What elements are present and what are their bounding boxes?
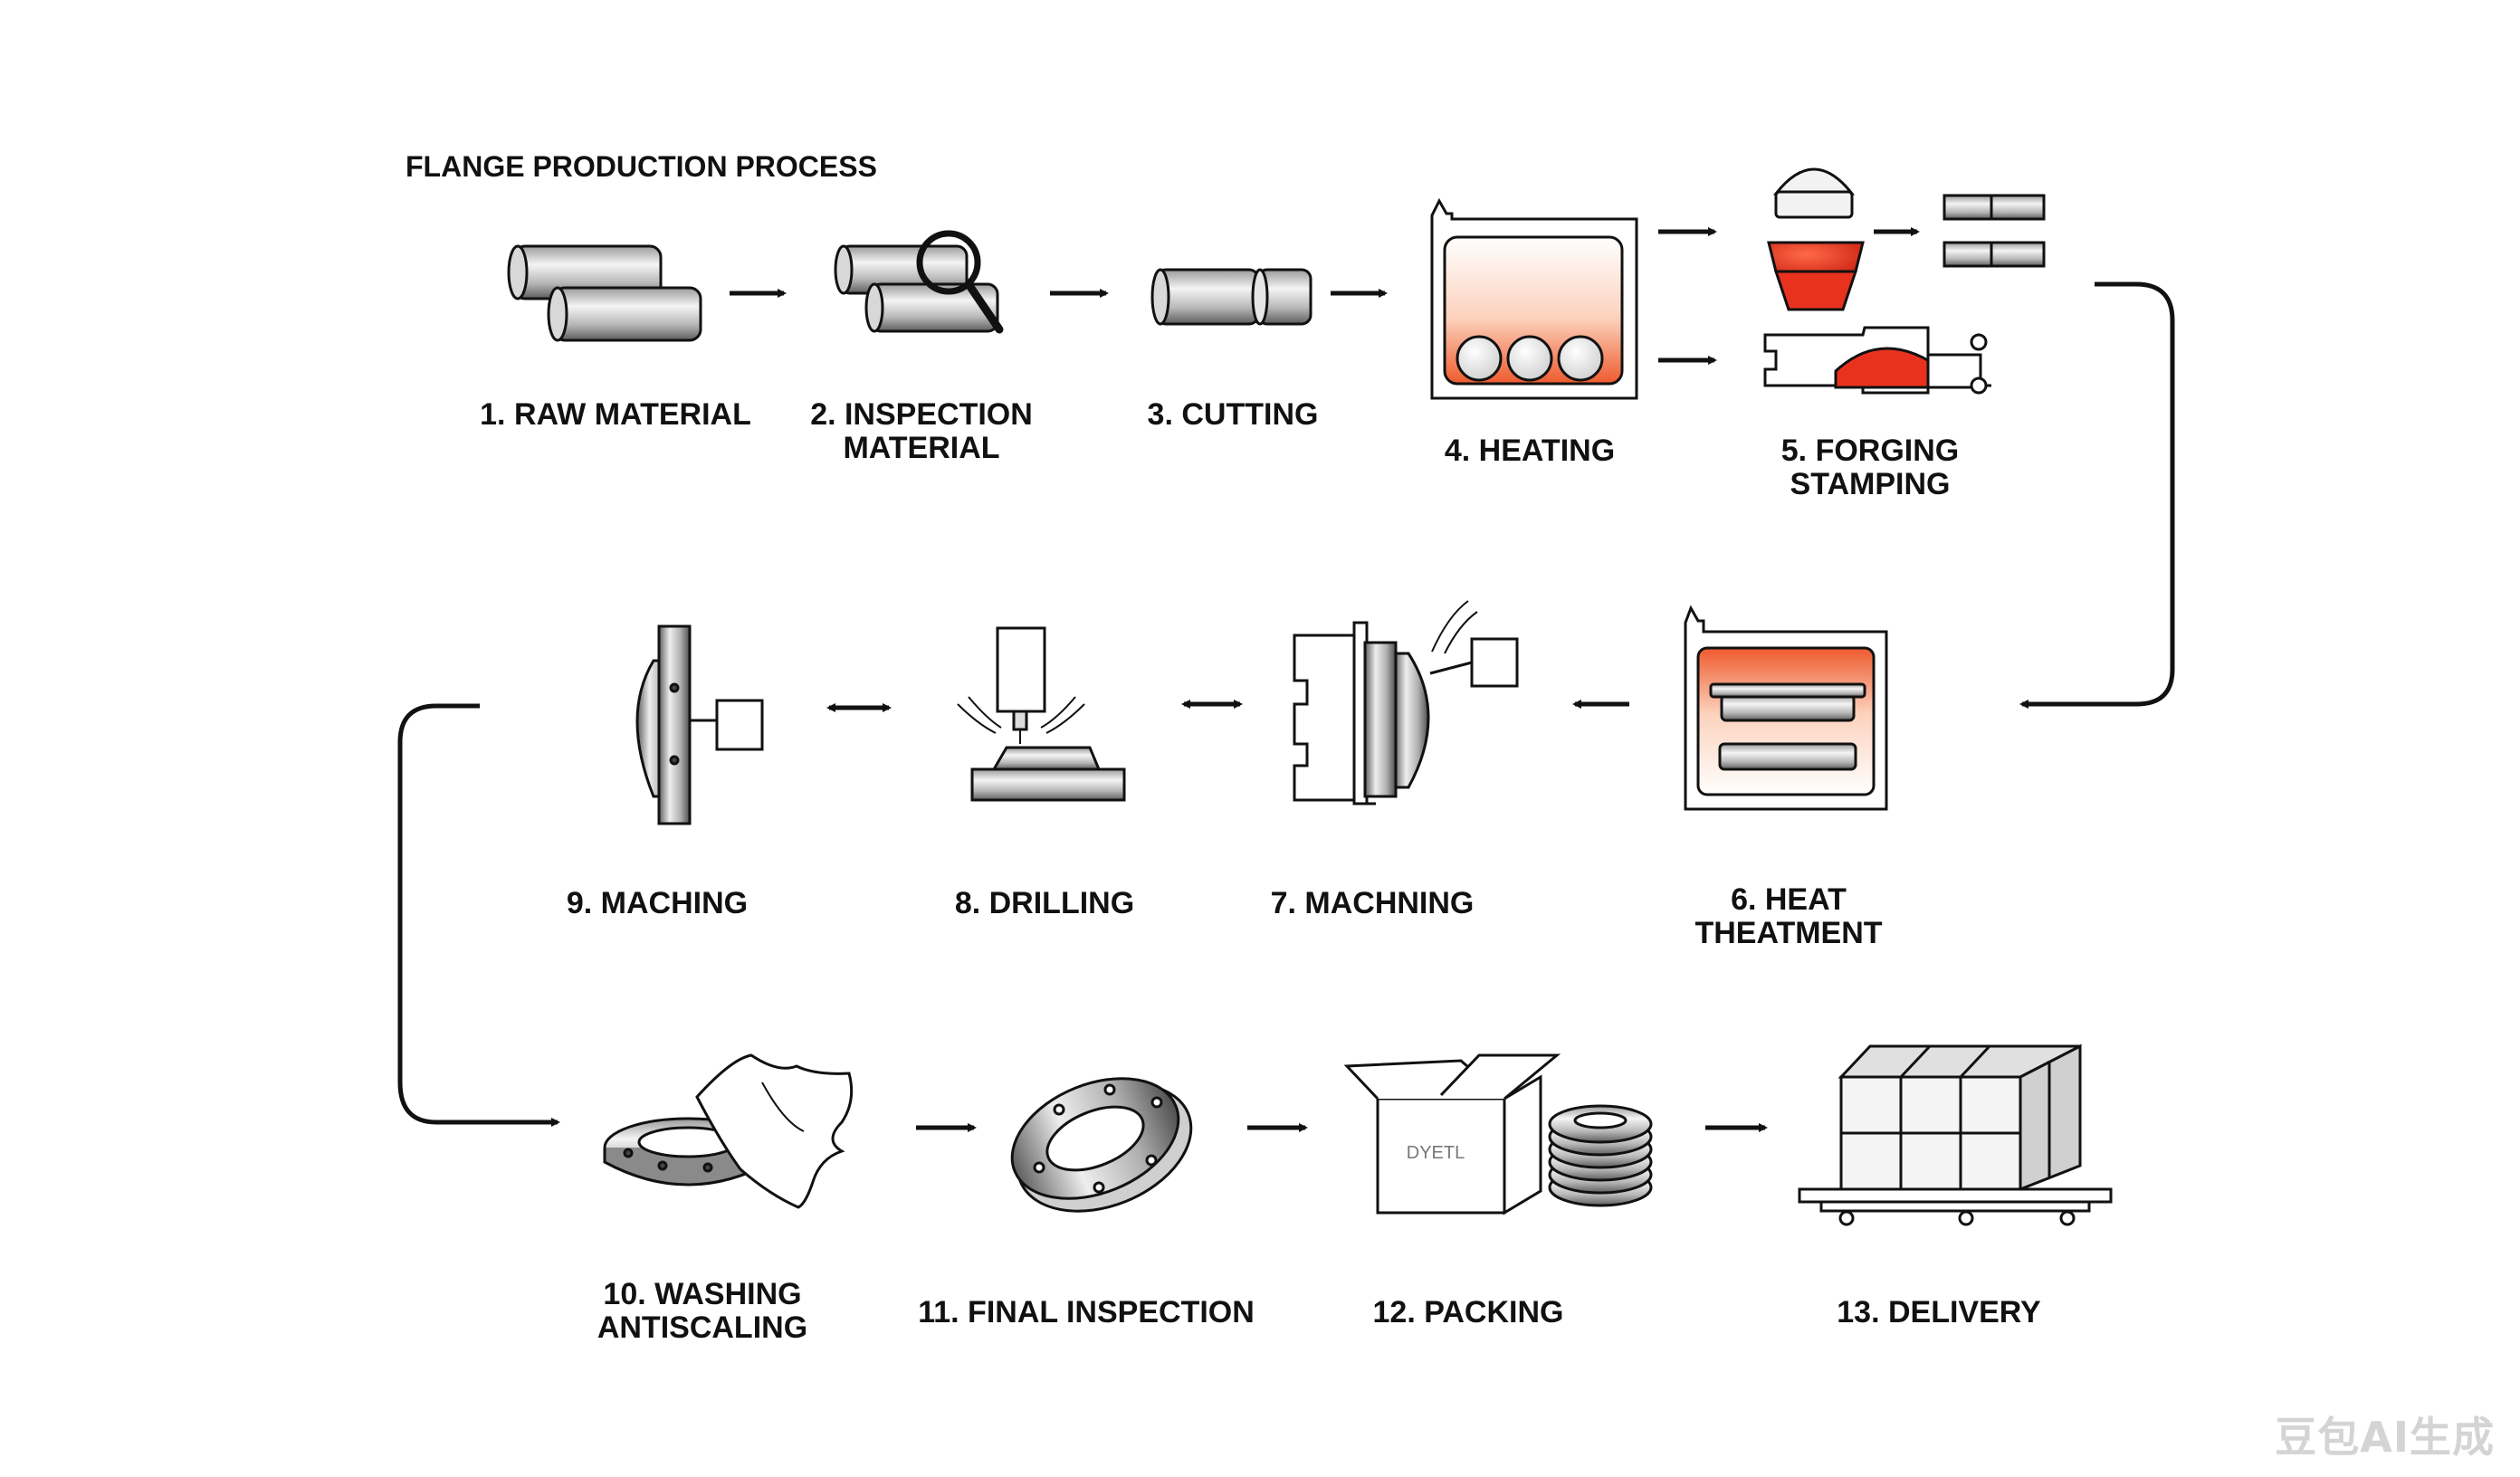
connector-5-6 [2019,281,2175,709]
raw-material-icon [507,244,702,342]
machining-flange-icon [635,624,764,825]
step-label-3: 3. CUTTING [1147,397,1319,432]
step-label-12: 12. PACKING [1372,1295,1564,1329]
step-label-11: 11. FINAL INSPECTION [918,1295,1255,1329]
heating-furnace-icon [1430,197,1638,400]
delivery-pallet-icon [1798,1043,2113,1226]
connector-9-10 [397,703,560,1127]
step-label-7: 7. MACHNING [1270,886,1475,920]
washing-antiscaling-icon [603,1053,854,1209]
box-label: DYETL [1407,1143,1465,1163]
step-label-4: 4. HEATING [1444,434,1616,468]
step-label-1: 1. RAW MATERIAL [480,397,751,432]
packed-flanges-stack-icon [1548,1104,1653,1207]
cutting-icon [1150,268,1312,326]
step-label-13: 13. DELIVERY [1837,1295,2041,1329]
drilling-icon [957,626,1126,802]
diagram-title: FLANGE PRODUCTION PROCESS [406,150,877,183]
heat-treatment-furnace-icon [1684,605,1888,811]
machining-lathe-icon [1293,600,1519,805]
final-inspection-flange-icon [1010,1077,1193,1213]
watermark: 豆包AI生成 [2275,1413,2495,1462]
step-label-8: 8. DRILLING [954,886,1135,920]
flow-arrows [397,227,2175,1132]
forging-stamping-icon [1763,167,2046,395]
packing-box-icon: DYETL [1343,1053,1561,1215]
step-label-9: 9. MACHING [566,886,749,920]
inspection-material-icon [834,230,1004,334]
